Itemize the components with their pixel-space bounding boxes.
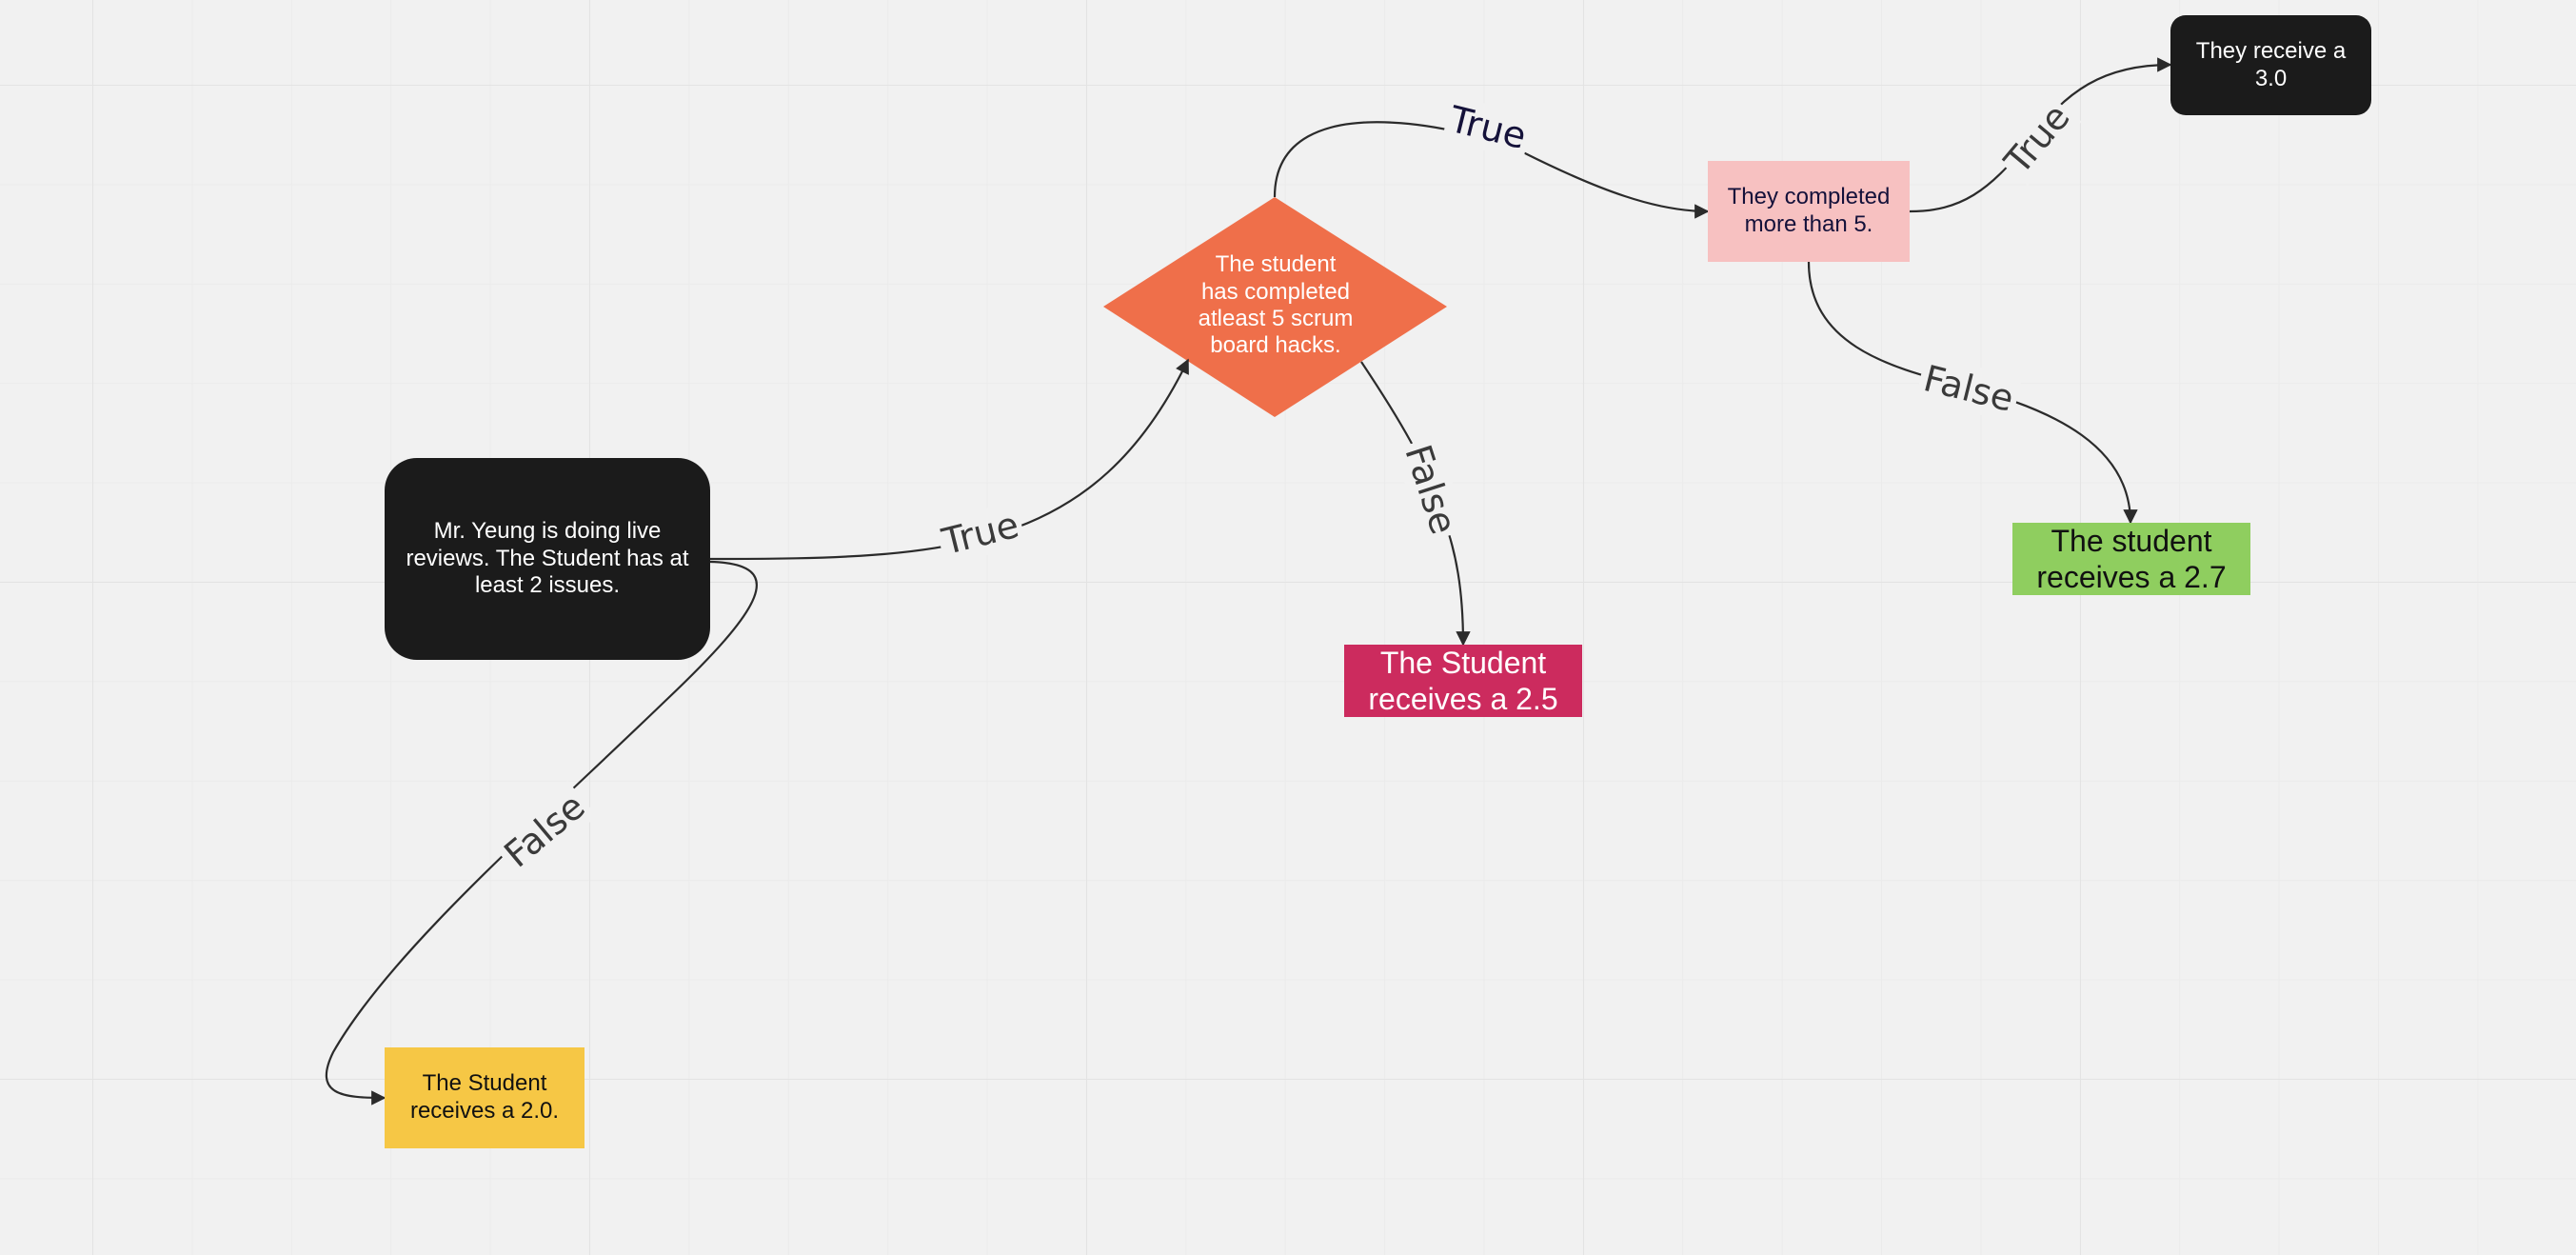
svg-text:True: True — [1445, 98, 1531, 157]
more-than-5-node[interactable]: They completed more than 5. — [1708, 161, 1910, 262]
edge-label-decision-to-more5: True — [1441, 95, 1535, 160]
start-node-text: Mr. Yeung is doing live reviews. The Stu… — [406, 517, 689, 599]
edge-label-start-to-decision: True — [934, 501, 1027, 566]
receive-20-node[interactable]: The Student receives a 2.0. — [385, 1047, 585, 1148]
start-node[interactable]: Mr. Yeung is doing live reviews. The Stu… — [385, 458, 710, 660]
more-than-5-text: They completed more than 5. — [1727, 184, 1891, 237]
receive-27-node[interactable]: The student receives a 2.7 — [2012, 523, 2250, 595]
edge-label-decision-to-25: False — [1394, 435, 1468, 544]
receive-20-text: The Student receives a 2.0. — [409, 1070, 560, 1124]
edge-label-more5-to-27: False — [1914, 354, 2023, 423]
receive-30-node[interactable]: They receive a 3.0 — [2170, 15, 2371, 115]
edge-label-more5-to-30: True — [1992, 91, 2082, 187]
receive-27-text: The student receives a 2.7 — [2036, 523, 2227, 594]
decision-node-text-box[interactable]: The student has completed atleast 5 scru… — [1152, 243, 1399, 369]
decision-node-text: The student has completed atleast 5 scru… — [1198, 251, 1354, 359]
receive-25-text: The Student receives a 2.5 — [1368, 645, 1558, 716]
receive-30-text: They receive a 3.0 — [2195, 37, 2347, 91]
edge-label-start-to-20: False — [491, 781, 598, 880]
decision-diamond[interactable] — [1103, 197, 1447, 417]
svg-text:True: True — [938, 504, 1023, 563]
receive-25-node[interactable]: The Student receives a 2.5 — [1344, 645, 1582, 717]
